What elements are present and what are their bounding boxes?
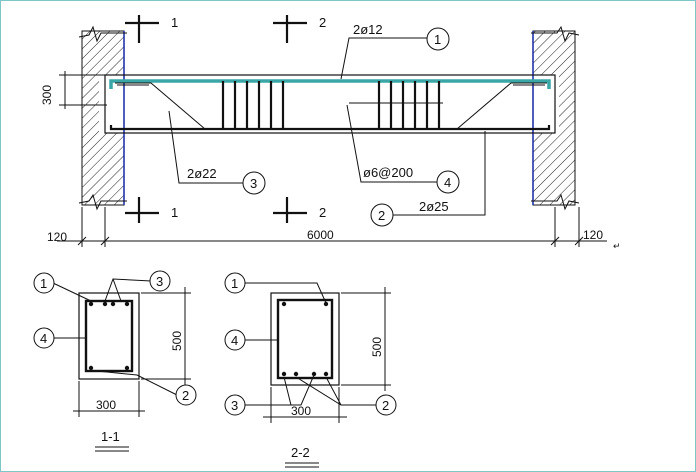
callout-mark: 3 — [250, 176, 257, 191]
section-cut-2-top: 2 — [273, 15, 326, 43]
top-bar-1 — [109, 79, 551, 89]
dim-text: 300 — [291, 404, 311, 418]
callout-spec: 2ø12 — [353, 22, 383, 37]
callout-mark: 2 — [378, 208, 385, 223]
callout-bent-bar: 2ø22 3 — [168, 110, 266, 195]
mark: 1 — [40, 276, 47, 291]
section-cut-1-top: 1 — [125, 15, 178, 43]
dim-text: 500 — [170, 331, 184, 351]
callout-spec: 2ø25 — [419, 199, 449, 214]
dim-text: 6000 — [307, 228, 334, 242]
dim-text: 500 — [370, 337, 384, 357]
section-1-1: 1 3 4 2 300 500 1-1 — [33, 270, 197, 452]
callout-spec: 2ø22 — [187, 166, 217, 181]
callout-spec: ø6@200 — [363, 165, 413, 180]
dim-text: 300 — [40, 85, 54, 105]
section-2-2: 1 4 3 2 300 500 2-2 — [224, 272, 397, 468]
stirrups-right-group — [349, 81, 443, 129]
section-cut-1-bottom: 1 — [125, 197, 178, 223]
callout-bottom-bar: 2ø25 2 — [370, 131, 486, 227]
dim-span-line: 120 6000 120 — [47, 207, 607, 247]
mark: 3 — [156, 274, 163, 289]
mark: 2 — [182, 388, 189, 403]
left-wall — [78, 25, 129, 211]
bent-bar-3 — [115, 82, 547, 130]
stirrups-left-group — [221, 81, 285, 129]
beam-elevation — [104, 74, 556, 134]
bottom-bar-2 — [109, 125, 551, 131]
cut-label: 1 — [171, 205, 178, 220]
section-title: 1-1 — [101, 429, 120, 444]
right-wall — [529, 25, 580, 211]
callout-stirrup: ø6@200 4 — [346, 104, 460, 194]
dim-text: 120 — [583, 228, 603, 242]
cut-label: 2 — [319, 15, 326, 30]
dim-text: 120 — [47, 230, 67, 244]
return-mark: ↵ — [613, 241, 621, 251]
mark: 4 — [40, 331, 47, 346]
cut-label: 2 — [319, 205, 326, 220]
mark: 1 — [231, 276, 238, 291]
section-title: 2-2 — [291, 445, 310, 460]
dim-text: 300 — [96, 398, 116, 412]
section-cut-2-bottom: 2 — [273, 197, 326, 223]
callout-mark: 4 — [444, 175, 451, 190]
cut-label: 1 — [171, 15, 178, 30]
dim-beam-height: 300 — [40, 71, 107, 109]
callout-top-bar: 2ø12 1 — [340, 22, 450, 80]
mark: 3 — [231, 398, 238, 413]
callout-mark: 1 — [434, 32, 441, 47]
mark: 4 — [231, 333, 238, 348]
mark: 2 — [382, 398, 389, 413]
